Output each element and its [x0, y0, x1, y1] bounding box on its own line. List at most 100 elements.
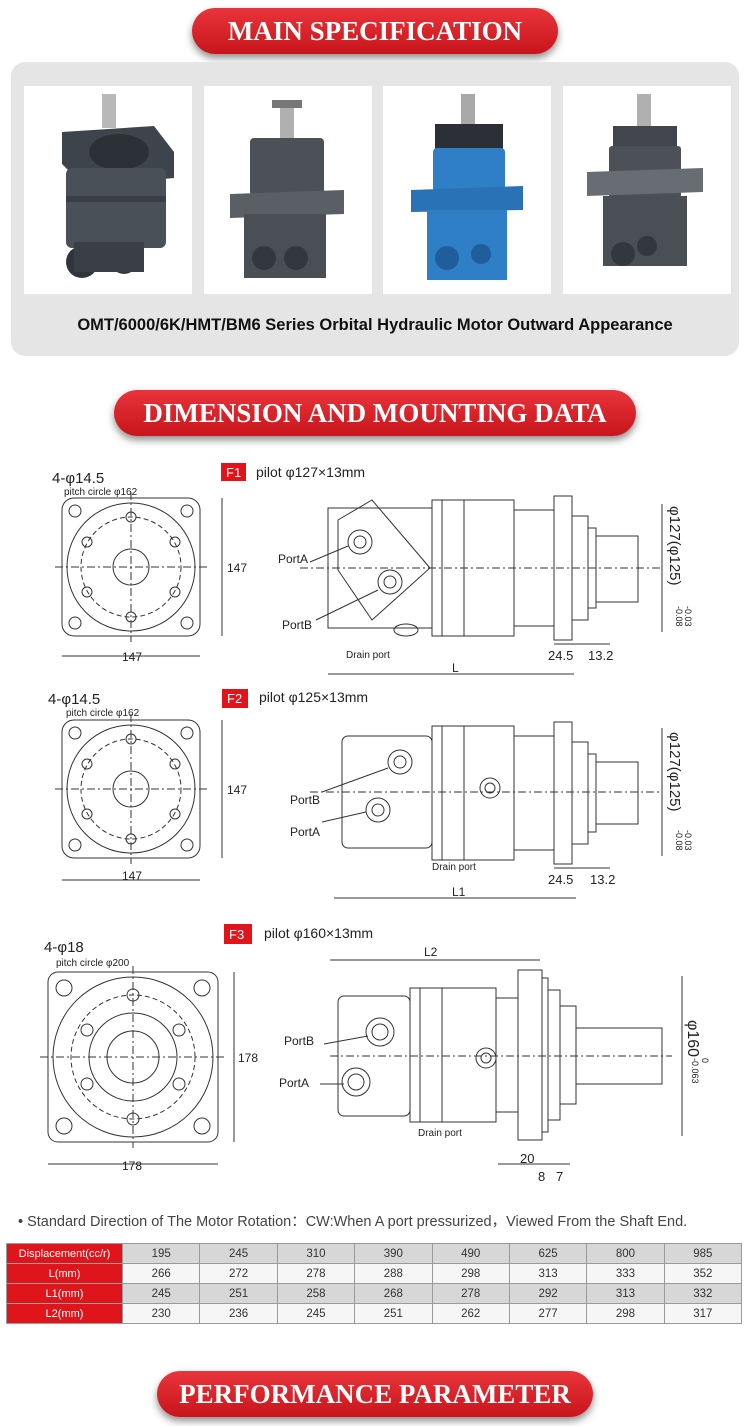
appearance-panel: OMT/6000/6K/HMT/BM6 Series Orbital Hydra… — [11, 62, 739, 356]
table-cell: 800 — [586, 1243, 665, 1264]
table-cell: 278 — [431, 1283, 510, 1304]
motor-photo-2 — [204, 86, 372, 294]
f2-dia: φ127(φ125) — [666, 732, 683, 812]
f1-dim1: 24.5 — [548, 648, 573, 663]
table-cell: 352 — [663, 1263, 743, 1284]
dimension-drawings: 4-φ14.5 pitch circle φ162 147 147 F1 pil… — [40, 463, 710, 1184]
table-cell: 298 — [431, 1263, 510, 1284]
drawing-f3: 4-φ18 pitch circle φ200 178 178 F3 pilot… — [40, 924, 710, 1184]
f3-holes: 4-φ18 — [44, 939, 84, 956]
f1-tol-bot: -0.08 — [674, 606, 684, 627]
drawing-f2: 4-φ14.5 pitch circle φ162 147 147 F2 pil… — [48, 689, 693, 899]
table-cell: 251 — [354, 1303, 433, 1324]
table-cell: 268 — [354, 1283, 433, 1304]
f2-port-b: PortB — [290, 793, 320, 807]
section-banner-performance: PERFORMANCE PARAMETER — [157, 1371, 593, 1417]
table-cell: 310 — [276, 1243, 356, 1264]
section-banner-dimension: DIMENSION AND MOUNTING DATA — [114, 390, 636, 436]
table-cell: 245 — [276, 1303, 356, 1324]
table-cell: 258 — [276, 1283, 356, 1304]
f3-tag: F3 — [229, 927, 244, 942]
table-cell: 251 — [199, 1283, 278, 1304]
f2-tag: F2 — [227, 691, 242, 706]
table-cell: 278 — [276, 1263, 356, 1284]
f2-height: 147 — [227, 783, 247, 797]
table-cell: 230 — [121, 1303, 201, 1324]
table-cell: 985 — [663, 1243, 743, 1264]
table-cell: 313 — [586, 1283, 665, 1304]
f3-length: L2 — [424, 945, 438, 959]
table-cell: 313 — [508, 1263, 588, 1284]
f1-pitch: pitch circle φ162 — [64, 487, 138, 498]
f3-dim1: 20 — [520, 1151, 534, 1166]
f3-dim2: 8 — [538, 1169, 545, 1184]
table-cell: 298 — [586, 1303, 665, 1324]
f2-width: 147 — [122, 869, 142, 883]
f1-length: L — [452, 661, 459, 675]
f3-pilot: pilot φ160×13mm — [264, 925, 373, 941]
f3-tol-top: 0 — [700, 1058, 710, 1063]
table-cell: 262 — [431, 1303, 510, 1324]
f2-dim1: 24.5 — [548, 872, 573, 887]
f2-pilot: pilot φ125×13mm — [259, 689, 368, 705]
table-cell: 236 — [199, 1303, 278, 1324]
table-cell: 625 — [508, 1243, 588, 1264]
f2-tol-bot: -0.08 — [674, 830, 684, 851]
f3-port-b: PortB — [284, 1034, 314, 1048]
f1-pilot: pilot φ127×13mm — [256, 464, 365, 480]
appearance-caption: OMT/6000/6K/HMT/BM6 Series Orbital Hydra… — [77, 316, 673, 334]
table-cell: 277 — [508, 1303, 588, 1324]
row-label: L(mm) — [6, 1263, 123, 1284]
f2-dim2: 13.2 — [590, 872, 615, 887]
table-cell: 272 — [199, 1263, 278, 1284]
f1-holes: 4-φ14.5 — [52, 470, 104, 487]
table-cell: 266 — [121, 1263, 201, 1284]
row-label: Displacement(cc/r) — [6, 1243, 123, 1264]
f1-port-b: PortB — [282, 618, 312, 632]
f3-dia: φ160 — [684, 1020, 701, 1057]
table-cell: 490 — [431, 1243, 510, 1264]
f1-drain: Drain port — [346, 650, 390, 661]
section-banner-main-spec: MAIN SPECIFICATION — [192, 8, 558, 54]
f1-tol-top: -0.03 — [683, 606, 693, 627]
drawing-f1: 4-φ14.5 pitch circle φ162 147 147 F1 pil… — [52, 463, 693, 675]
f2-drain: Drain port — [432, 862, 476, 873]
table-cell: 317 — [663, 1303, 743, 1324]
table-cell: 333 — [586, 1263, 665, 1284]
f1-height: 147 — [227, 561, 247, 575]
f2-holes: 4-φ14.5 — [48, 691, 100, 708]
f3-drain: Drain port — [418, 1128, 462, 1139]
motor-photo-1 — [24, 86, 192, 294]
row-label: L2(mm) — [6, 1303, 123, 1324]
f3-dim3: 7 — [556, 1169, 563, 1184]
table-cell: 292 — [508, 1283, 588, 1304]
f2-port-a: PortA — [290, 825, 320, 839]
f2-length: L1 — [452, 885, 466, 899]
table-cell: 245 — [199, 1243, 278, 1264]
f3-pitch: pitch circle φ200 — [56, 958, 130, 969]
table-cell: 390 — [354, 1243, 433, 1264]
table-cell: 332 — [663, 1283, 743, 1304]
motor-photo-4 — [563, 86, 731, 294]
rotation-note: • Standard Direction of The Motor Rotati… — [18, 1214, 688, 1230]
f1-width: 147 — [122, 650, 142, 664]
f2-tol-top: -0.03 — [683, 830, 693, 851]
f1-tag: F1 — [226, 465, 241, 480]
f3-height: 178 — [238, 1051, 258, 1065]
f3-port-a: PortA — [279, 1076, 309, 1090]
f3-tol-bot: -0.063 — [690, 1058, 700, 1084]
table-cell: 288 — [354, 1263, 433, 1284]
f1-dim2: 13.2 — [588, 648, 613, 663]
table-cell: 245 — [121, 1283, 201, 1304]
row-label: L1(mm) — [6, 1283, 123, 1304]
f1-dia: φ127(φ125) — [666, 506, 683, 586]
f1-port-a: PortA — [278, 552, 308, 566]
f2-pitch: pitch circle φ162 — [66, 708, 140, 719]
table-cell: 195 — [121, 1243, 201, 1264]
motor-photo-3 — [383, 86, 551, 294]
